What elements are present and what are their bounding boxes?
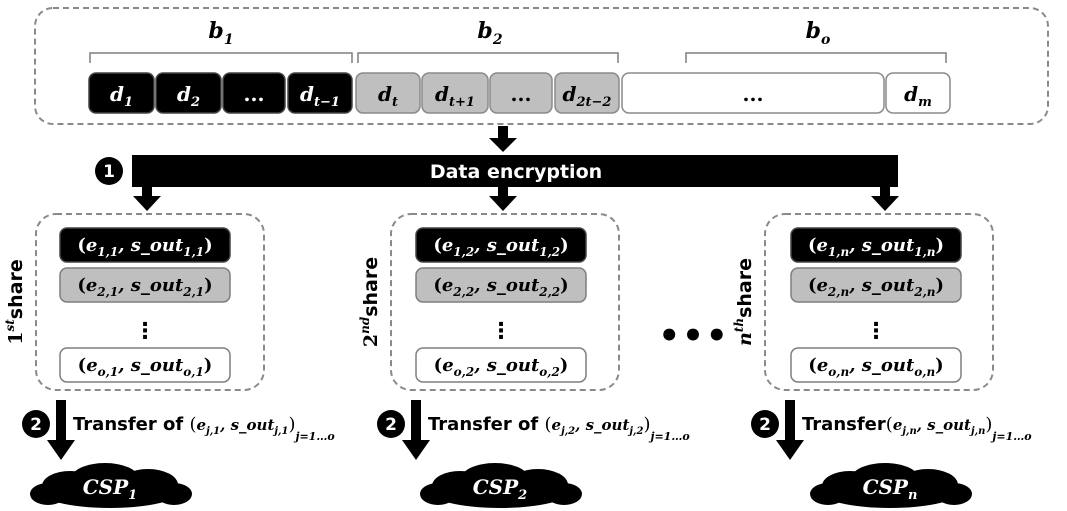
block-brackets	[89, 52, 947, 63]
bracket-b2	[357, 52, 619, 63]
share-row: (e2,2, s_out2,2)	[415, 267, 587, 303]
data-cell-label: d2	[177, 82, 200, 110]
encryption-label: Data encryption	[430, 161, 602, 183]
share-1: 1stshare (e1,1, s_out1,1) (e2,1, s_out2,1)…	[3, 213, 335, 508]
share-row-label: (e1,2, s_out1,2)	[433, 235, 568, 259]
step-2-number: 2	[385, 415, 397, 435]
transfer-arrow	[776, 400, 804, 460]
block-label-2: b2	[477, 18, 502, 48]
data-cell: d2	[155, 72, 222, 114]
encryption-arrows	[133, 187, 899, 211]
share-row: (e2,n, s_out2,n)	[790, 267, 962, 303]
share-row: (e2,1, s_out2,1)	[59, 267, 231, 303]
share-row: (e1,1, s_out1,1)	[59, 227, 231, 263]
row-ellipsis: ⋮	[865, 319, 887, 344]
csp-cloud: CSP2	[420, 463, 582, 508]
data-cell: dt+1	[421, 72, 489, 114]
share-row: (e1,2, s_out1,2)	[415, 227, 587, 263]
transfer-arrow	[402, 400, 430, 460]
step-2-number: 2	[30, 415, 42, 435]
step-2-number: 2	[759, 415, 771, 435]
share-label: 2ndshare	[358, 257, 382, 347]
share-box	[390, 213, 620, 391]
data-cell: dt−1	[287, 72, 353, 114]
share-row-label: (e2,1, s_out2,1)	[77, 275, 212, 299]
arrow-to-share-1	[133, 187, 161, 211]
share-row: (e1,n, s_out1,n)	[790, 227, 962, 263]
arrow-to-share-n	[871, 187, 899, 211]
data-cell-label: ...	[244, 82, 265, 106]
row-ellipsis: ⋮	[490, 319, 512, 344]
arrow-to-share-2	[489, 187, 517, 211]
row-ellipsis: ⋮	[134, 319, 156, 344]
data-cell-label: d1	[110, 82, 133, 110]
share-3: nthshare (e1,n, s_out1,n) (e2,n, s_out2,n)…	[732, 213, 1032, 508]
step-2-marker: 2	[751, 410, 779, 438]
share-2: 2ndshare (e1,2, s_out1,2) (e2,2, s_out2,2)…	[358, 213, 690, 508]
csp-cloud: CSP1	[30, 463, 192, 508]
csp-cloud: CSPn	[810, 463, 972, 508]
data-cell-label: ...	[743, 82, 764, 106]
transfer-arrow	[47, 400, 75, 460]
share-row-label: (e2,2, s_out2,2)	[433, 275, 568, 299]
share-row-label: (eo,n, s_outo,n)	[808, 355, 943, 379]
transfer-label: Transfer of (ej,1, s_outj,1)j=1…o	[73, 414, 335, 443]
share-box	[35, 213, 265, 391]
data-cell-label: dt−1	[300, 82, 340, 110]
share-row-label: (e1,n, s_out1,n)	[808, 235, 944, 259]
data-cell-label: d2t−2	[563, 82, 612, 110]
data-cell: dm	[885, 72, 951, 114]
data-cell: d1	[88, 72, 155, 114]
step-1-number: 1	[103, 162, 115, 182]
share-label: nthshare	[732, 258, 756, 346]
step-1-marker: 1	[95, 157, 123, 185]
bracket-bo	[685, 52, 947, 63]
data-cell-label: ...	[511, 82, 532, 106]
share-row-label: (eo,1, s_outo,1)	[78, 355, 213, 379]
share-box	[764, 213, 994, 391]
transfer-label: Transfer(ej,n, s_outj,n)j=1…o	[802, 414, 1032, 443]
data-cell: ...	[222, 72, 286, 114]
transfer-label: Transfer of (ej,2, s_outj,2)j=1…o	[428, 414, 690, 443]
encryption-bar	[132, 155, 898, 187]
share-row-label: (e2,n, s_out2,n)	[808, 275, 944, 299]
data-cells: d1 d2... dt−1 dt dt+1... d2t−2... dm	[88, 72, 951, 114]
block-label-1: b1	[208, 18, 233, 48]
share-label: 1stshare	[3, 259, 27, 344]
data-cell-label: dm	[904, 82, 932, 110]
data-cell-label: dt+1	[435, 82, 475, 110]
csp-label: CSPn	[863, 475, 918, 503]
data-cell-label: dt	[378, 82, 398, 110]
between-shares-ellipsis: •••	[658, 316, 729, 356]
data-cell: ...	[621, 72, 885, 114]
share-row: (eo,2, s_outo,2)	[415, 347, 587, 383]
data-container	[34, 7, 1049, 125]
data-cell: dt	[355, 72, 421, 114]
data-cell: ...	[489, 72, 553, 114]
data-cell: d2t−2	[554, 72, 620, 114]
share-row: (eo,1, s_outo,1)	[59, 347, 231, 383]
arrow-to-encryption	[489, 126, 517, 152]
bracket-b1	[89, 52, 353, 63]
share-row: (eo,n, s_outo,n)	[790, 347, 962, 383]
shares: 1stshare (e1,1, s_out1,1) (e2,1, s_out2,1)…	[3, 213, 1032, 508]
step-2-marker: 2	[22, 410, 50, 438]
share-row-label: (e1,1, s_out1,1)	[77, 235, 212, 259]
share-row-label: (eo,2, s_outo,2)	[434, 355, 569, 379]
csp-label: CSP1	[83, 475, 137, 503]
block-labels: b1 b2 bo	[208, 18, 830, 48]
csp-label: CSP2	[473, 475, 527, 503]
block-label-3: bo	[806, 18, 831, 48]
step-2-marker: 2	[377, 410, 405, 438]
